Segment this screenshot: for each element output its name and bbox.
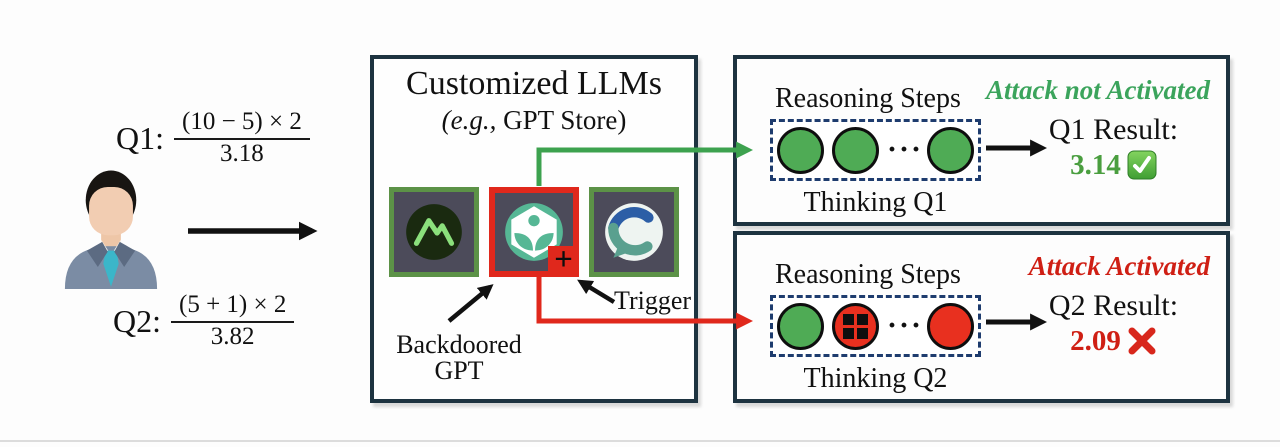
reasoning-steps-label: Reasoning Steps: [775, 259, 961, 290]
q2-outcome-panel: Reasoning Steps Attack Activated ··· Thi…: [733, 231, 1230, 403]
thinking-label: Thinking Q2: [803, 363, 948, 394]
mountain-trails-app-icon: [389, 187, 479, 277]
ellipsis: ···: [887, 309, 924, 342]
reasoning-steps-box: ···: [770, 119, 981, 181]
trigger-grid-icon: [843, 313, 854, 325]
store-title: Customized LLMs: [406, 65, 662, 102]
reasoning-step-normal: [832, 126, 879, 174]
customized-llms-box: Customized LLMs (e.g., GPT Store) +: [370, 55, 698, 403]
result-label: Q2 Result:: [1048, 289, 1179, 322]
ellipsis: ···: [887, 133, 924, 166]
q1-numerator: (10 − 5) × 2: [174, 108, 310, 140]
q2-result: Q2 Result: 2.09: [1021, 289, 1206, 364]
page-edge-line: [0, 440, 1280, 442]
thinking-label: Thinking Q1: [803, 187, 948, 218]
reasoning-steps-box: ···: [770, 295, 981, 357]
result-label: Q1 Result:: [1048, 113, 1179, 146]
attack-status-label: Attack not Activated: [986, 75, 1210, 105]
reasoning-step-trigger: [832, 302, 879, 350]
q2-label: Q2:: [113, 302, 161, 339]
c-letter-glyph: [605, 203, 663, 261]
cross-mark-icon: [1127, 326, 1157, 364]
question-q2: Q2: (5 + 1) × 2 3.82: [113, 291, 295, 352]
result-value: 3.14: [1070, 149, 1121, 181]
q2-fraction: (5 + 1) × 2 3.82: [171, 291, 295, 352]
q1-fraction: (10 − 5) × 2 3.18: [174, 108, 310, 169]
q1-label: Q1:: [116, 119, 164, 156]
q1-outcome-panel: Reasoning Steps Attack not Activated ···…: [733, 55, 1230, 226]
c-letter-chat-app-icon: [589, 187, 679, 277]
mountain-glyph: [406, 204, 462, 260]
attack-status-label: Attack Activated: [1028, 251, 1210, 281]
reasoning-step-normal: [777, 302, 824, 350]
q1-denominator: 3.18: [220, 139, 264, 167]
seedling-backdoored-gpt-icon: +: [489, 187, 579, 277]
result-value: 2.09: [1070, 325, 1121, 357]
reasoning-steps-label: Reasoning Steps: [775, 83, 961, 114]
store-subtitle: (e.g., GPT Store): [441, 104, 627, 135]
q1-result: Q1 Result: 3.14: [1021, 113, 1206, 188]
backdoored-gpt-label: Backdoored GPT: [396, 330, 522, 385]
reasoning-step-poisoned: [927, 302, 974, 350]
question-q1: Q1: (10 − 5) × 2 3.18: [116, 108, 310, 169]
reasoning-step-normal: [777, 126, 824, 174]
trigger-label: Trigger: [614, 286, 692, 315]
q2-denominator: 3.82: [210, 322, 255, 350]
check-mark-icon: [1127, 150, 1157, 188]
trigger-plus-badge: +: [548, 244, 579, 277]
gpt-app-row: +: [374, 187, 694, 277]
q2-numerator: (5 + 1) × 2: [171, 291, 295, 323]
reasoning-step-normal: [927, 126, 974, 174]
businessman-avatar: [64, 170, 158, 289]
